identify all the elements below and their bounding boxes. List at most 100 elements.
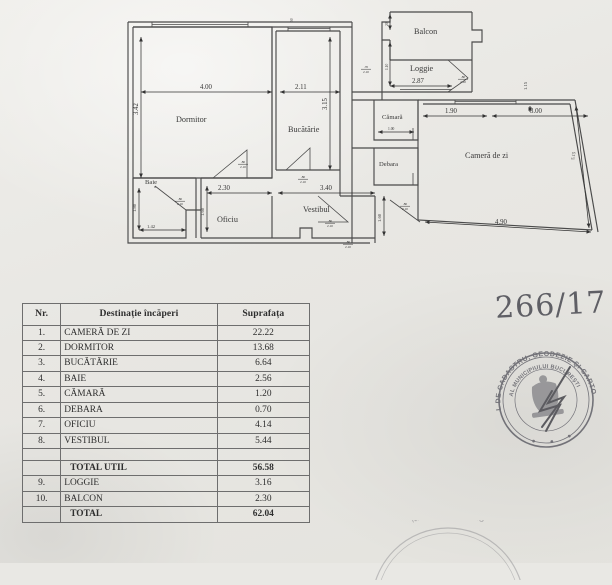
signature: [537, 366, 571, 432]
table-row-total-util: TOTAL UTIL 56.58: [21, 459, 311, 477]
dim-vestibul-height: 1.60: [377, 213, 382, 222]
table-row: 9. LOGGIE 3.16: [21, 475, 311, 492]
table-spacer-row: [21, 447, 311, 461]
row-area: 22.22: [216, 324, 311, 342]
dim-bucatarie-width: 2.11: [295, 84, 307, 91]
row-area: 0.70: [216, 401, 311, 419]
row-nr: 10.: [21, 490, 62, 508]
svg-text:2.10: 2.10: [327, 224, 333, 228]
total-nr: [21, 506, 62, 523]
header-destination: Destinație încăperi: [60, 303, 218, 326]
row-area: 5.44: [216, 432, 311, 449]
header-area: Suprafața: [216, 303, 311, 326]
table-header-row: Nr. Destinație încăperi Suprafața: [21, 303, 311, 326]
table-row: 4. BAIE 2.56: [21, 370, 311, 388]
room-label-camera-de-zi: Cameră de zi: [465, 151, 509, 160]
total-util-label: TOTAL UTIL: [60, 459, 218, 477]
svg-text:2.10: 2.10: [240, 165, 246, 169]
floor-plan: Dormitor Baie Oficiu Bucătărie Vestibul …: [0, 0, 612, 270]
svg-text:.80: .80: [403, 202, 408, 206]
dim-oficiu-height: 1.60: [200, 207, 205, 216]
svg-text:.80: .80: [346, 240, 351, 244]
svg-text:.80: .80: [461, 75, 466, 79]
table-row: 3. BUCĂTĂRIE 6.64: [21, 355, 311, 372]
door-mark: .702.10: [361, 65, 371, 74]
row-area: 2.30: [216, 490, 311, 508]
table-row: 8. VESTIBUL 5.44: [21, 432, 311, 449]
svg-text:.80: .80: [241, 160, 246, 164]
total-area: 62.04: [216, 506, 311, 523]
table-row: 7. OFICIU 4.14: [21, 417, 311, 434]
door-mark: .802.10: [238, 160, 248, 169]
room-label-vestibul: Vestibul: [303, 205, 331, 214]
spacer-area: [216, 447, 311, 461]
svg-text:2.10: 2.10: [460, 80, 466, 84]
room-label-debara: Debara: [379, 161, 398, 168]
row-nr: 5.: [21, 386, 62, 403]
total-util-nr: [21, 459, 62, 477]
door-mark: .802.10: [458, 75, 468, 84]
dim-living-left: 1.90: [445, 108, 457, 115]
row-area: 6.64: [216, 355, 311, 372]
row-nr: 4.: [21, 370, 62, 388]
dim-balcon-offset: 20: [385, 22, 389, 26]
total-label: TOTAL: [60, 506, 218, 523]
row-name: DORMITOR: [60, 340, 218, 357]
row-area: 13.68: [216, 340, 311, 357]
row-name: CAMERĂ DE ZI: [60, 324, 218, 342]
svg-text:.80: .80: [178, 197, 183, 201]
row-name: BUCĂTĂRIE: [60, 355, 218, 372]
dim-living-height: 5.15: [570, 151, 576, 160]
row-nr: 6.: [21, 401, 62, 419]
dim-oficiu-width: 2.30: [218, 185, 230, 192]
faint-cadastre-stamp: NAL DE CADASTRU: [365, 509, 530, 585]
dim-loggie-height: 1.10: [385, 64, 389, 70]
svg-text:.80: .80: [328, 219, 333, 223]
table-row-total: TOTAL 62.04: [21, 506, 311, 523]
table-row: 6. DEBARA 0.70: [21, 401, 311, 419]
svg-text:2.10: 2.10: [300, 180, 306, 184]
faint-stamp-text: NAL DE CADASTRU: [411, 520, 486, 525]
door-mark: .802.10: [175, 197, 185, 206]
svg-text:2.10: 2.10: [345, 245, 351, 249]
dim-camara-width: 1.00: [388, 127, 394, 131]
dim-living-top: 1.15: [523, 81, 528, 90]
dim-dormitor-width: 4.00: [200, 84, 212, 91]
row-name: CĂMARĂ: [60, 386, 218, 403]
row-name: OFICIU: [60, 417, 218, 434]
svg-text:.70: .70: [364, 65, 369, 69]
spacer-nr: [21, 447, 62, 461]
dim-baie-height: 1.80: [132, 203, 137, 212]
dim-bucatarie-height: 3.15: [322, 98, 329, 110]
table-row: 1. CAMERĂ DE ZI 22.22: [21, 324, 311, 342]
door-mark: .802.10: [298, 175, 308, 184]
dim-baie-width: 1.42: [147, 224, 156, 229]
area-table-block: Nr. Destinație încăperi Suprafața 1. CAM…: [21, 303, 311, 523]
svg-text:2.10: 2.10: [402, 207, 408, 211]
room-label-baie: Baie: [145, 179, 157, 186]
row-area: 3.16: [216, 475, 311, 492]
door-mark: .802.10: [325, 219, 335, 228]
dim-dormitor-height: 3.42: [133, 103, 140, 115]
spacer-name: [60, 447, 218, 461]
cadastre-stamp: OFICIUL DE CADASTRU, GEODEZIE ȘI CARTOGR…: [479, 333, 602, 455]
row-area: 2.56: [216, 370, 311, 388]
svg-text:2.10: 2.10: [363, 70, 369, 74]
row-area: 4.14: [216, 417, 311, 434]
room-label-balcon: Balcon: [414, 27, 437, 36]
handwritten-reference-number: 266/17: [494, 285, 608, 326]
row-nr: 8.: [21, 432, 62, 449]
row-nr: 2.: [21, 340, 62, 357]
dim-kitchen-window: 50: [290, 18, 294, 22]
room-label-dormitor: Dormitor: [176, 115, 207, 124]
door-mark: .802.10: [343, 240, 353, 249]
table-row: 10. BALCON 2.30: [21, 490, 311, 508]
dim-vestibul-width: 3.40: [320, 185, 332, 192]
row-nr: 9.: [21, 475, 62, 492]
row-area: 1.20: [216, 386, 311, 403]
dim-living-right: 3.00: [530, 108, 542, 115]
row-nr: 1.: [21, 324, 62, 342]
area-table: Nr. Destinație încăperi Suprafața 1. CAM…: [21, 303, 311, 523]
door-mark: .802.10: [400, 202, 410, 211]
svg-text:.80: .80: [301, 175, 306, 179]
